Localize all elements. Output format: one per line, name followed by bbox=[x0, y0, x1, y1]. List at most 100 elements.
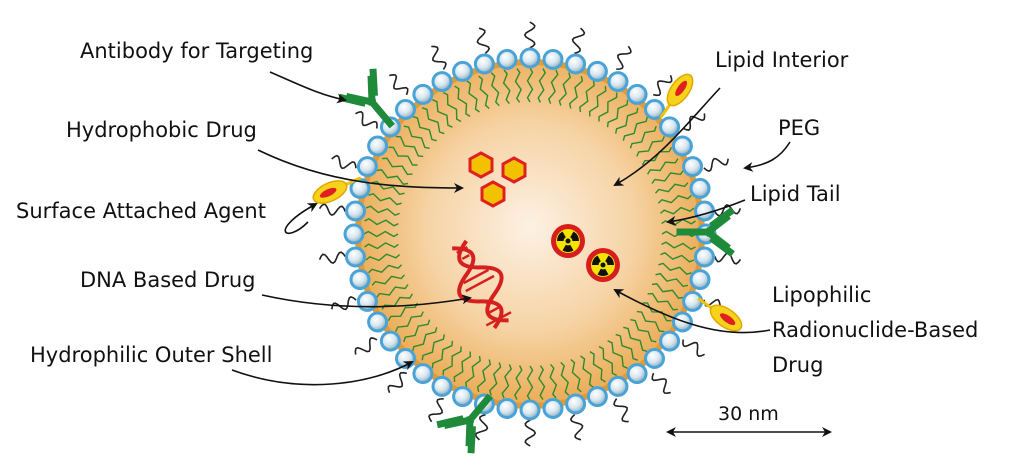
peg-chain-icon bbox=[431, 45, 447, 70]
head-group bbox=[671, 311, 693, 333]
lipid-tail bbox=[607, 340, 628, 369]
lipid-tail bbox=[465, 355, 481, 388]
label-antibody: Antibody for Targeting bbox=[80, 39, 314, 63]
head-group bbox=[356, 290, 378, 312]
lipid-tail bbox=[660, 251, 695, 263]
peg-chain-icon bbox=[571, 27, 586, 55]
lipid-tail bbox=[403, 319, 431, 343]
peg-chain-icon bbox=[354, 337, 378, 355]
lipid-tail bbox=[651, 170, 684, 184]
lipid-tail bbox=[560, 361, 570, 396]
head-group bbox=[412, 363, 434, 385]
head-group bbox=[694, 246, 715, 268]
hexagon-drug-icon bbox=[480, 180, 506, 208]
head-group bbox=[586, 60, 608, 82]
head-group bbox=[586, 386, 608, 408]
peg-chain-icon bbox=[318, 251, 347, 265]
lipid-tail bbox=[537, 68, 547, 103]
lipid-tail bbox=[476, 359, 492, 393]
peg-chain-icon bbox=[428, 398, 444, 423]
head-group bbox=[345, 200, 366, 222]
lipid-tail bbox=[382, 157, 413, 176]
lipid-tail bbox=[501, 364, 513, 399]
arrow-lipid-tail bbox=[666, 199, 746, 226]
head-group bbox=[659, 116, 681, 138]
lipid-tail bbox=[376, 169, 409, 185]
lipid-tail bbox=[589, 351, 606, 383]
label-outer-shell: Hydrophilic Outer Shell bbox=[30, 343, 273, 367]
lipid-tail bbox=[368, 264, 403, 274]
lipid-tail bbox=[489, 362, 502, 396]
lipid-tail bbox=[658, 262, 692, 275]
head-group bbox=[367, 311, 389, 333]
hydrophobic-drug-group bbox=[468, 151, 527, 208]
antibody-icon bbox=[436, 393, 493, 454]
head-group bbox=[345, 246, 366, 268]
lipid-tail bbox=[387, 302, 419, 322]
lipid-tail bbox=[654, 182, 689, 194]
head-group bbox=[689, 269, 711, 291]
head-group bbox=[671, 135, 693, 157]
head-group bbox=[565, 53, 587, 75]
head-group bbox=[473, 53, 495, 75]
arrow-radionuclide bbox=[613, 289, 771, 334]
head-group bbox=[659, 330, 681, 352]
lipid-tail bbox=[368, 193, 402, 206]
head-group bbox=[395, 99, 416, 120]
lipid-tail bbox=[598, 345, 618, 377]
lipid-tail bbox=[376, 284, 409, 298]
lipid-tail bbox=[641, 146, 673, 166]
lipid-tail bbox=[363, 230, 399, 238]
head-group bbox=[694, 200, 715, 222]
label-surface-agent: Surface Attached Agent bbox=[16, 199, 266, 223]
head-group bbox=[519, 399, 541, 421]
head-group bbox=[644, 348, 665, 369]
label-dna-drug: DNA Based Drug bbox=[80, 268, 256, 292]
lipid-tail bbox=[549, 363, 558, 399]
lipid-tail bbox=[466, 80, 480, 113]
surface-agent-icon bbox=[659, 73, 694, 119]
head-group bbox=[689, 177, 711, 199]
scale-bar-label: 30 nm bbox=[718, 403, 779, 425]
lipid-tail bbox=[647, 292, 678, 311]
lipid-tail bbox=[431, 340, 454, 369]
lipid-tail bbox=[514, 68, 522, 103]
head-group bbox=[452, 60, 474, 82]
annotation-arrows bbox=[231, 71, 832, 437]
peg-chain-icon bbox=[318, 203, 347, 217]
radiation-icon bbox=[586, 248, 620, 282]
lipid-tail bbox=[454, 85, 471, 117]
head-groups bbox=[343, 47, 717, 421]
peg-chain-icon bbox=[682, 339, 705, 358]
peg-chain-icon bbox=[387, 371, 407, 394]
peg-chain-icon bbox=[682, 113, 706, 131]
head-group bbox=[356, 156, 378, 178]
lipid-tail bbox=[442, 346, 462, 376]
peg-chain-icon bbox=[653, 74, 673, 97]
label-peg: PEG bbox=[778, 116, 821, 140]
head-group bbox=[626, 363, 648, 385]
head-group bbox=[682, 290, 704, 312]
peg-chain-icon bbox=[355, 110, 378, 129]
arrow-outer-shell bbox=[231, 361, 414, 386]
peg-chain-icon bbox=[474, 413, 489, 441]
antibody-icon bbox=[676, 207, 735, 257]
lipid-tail bbox=[615, 333, 639, 361]
surface-agent-icon bbox=[697, 297, 743, 332]
peg-chain-icon bbox=[331, 296, 357, 311]
antibody-icon bbox=[338, 68, 395, 129]
head-group bbox=[379, 330, 401, 352]
lipid-tails bbox=[363, 67, 697, 401]
lipid-tail bbox=[622, 116, 649, 141]
peg-chain-icon bbox=[703, 157, 729, 172]
head-group bbox=[349, 269, 371, 291]
head-group bbox=[607, 71, 629, 93]
peg-chain-icon bbox=[331, 154, 357, 170]
lipid-tail bbox=[661, 241, 696, 251]
peg-chain-icon bbox=[524, 419, 537, 447]
lipid-tail bbox=[636, 136, 665, 157]
lipid-tail bbox=[651, 283, 684, 299]
lipid-tail bbox=[421, 107, 445, 135]
head-group bbox=[412, 83, 434, 105]
